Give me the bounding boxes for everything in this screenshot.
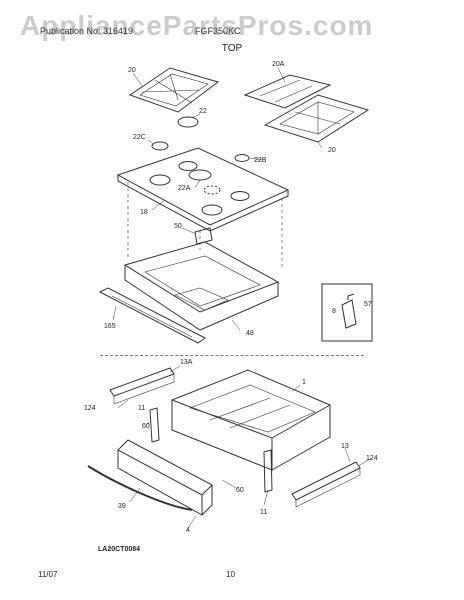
drawer-rail-13A[interactable] (109, 367, 175, 405)
burner-box-48[interactable] (123, 241, 280, 331)
drawer-support-11-left[interactable] (149, 407, 160, 443)
callout-13A: 13A (180, 359, 193, 366)
callout-50: 50 (174, 223, 182, 230)
grate-20-right[interactable] (263, 94, 370, 143)
callout-124-right: 124 (366, 455, 378, 462)
callout-13: 13 (341, 443, 349, 450)
diagram-reference: LA20CT0084 (98, 546, 141, 553)
drawer-handle-39[interactable] (87, 465, 193, 511)
footer-date: 11/07 (38, 570, 58, 579)
callout-60-left: 60 (142, 423, 150, 430)
section-divider (100, 355, 364, 356)
callout-11-right: 11 (260, 509, 267, 516)
callout-22B: 22B (254, 157, 267, 164)
callout-8: 8 (332, 308, 336, 315)
watermark: AppliancePartsPros.com (20, 10, 374, 41)
callout-20-left: 20 (128, 67, 136, 74)
bracket-50[interactable] (194, 227, 213, 245)
valve-8-57[interactable] (341, 293, 357, 329)
callout-165: 165 (104, 323, 116, 330)
drawer-support-11-right[interactable] (263, 449, 273, 493)
callout-1: 1 (302, 379, 306, 386)
callout-60-right: 60 (236, 487, 244, 494)
front-rail-165[interactable] (98, 287, 206, 344)
callout-48: 48 (246, 330, 254, 337)
drawer-body-1[interactable] (170, 369, 332, 471)
section-title: TOP (221, 43, 243, 54)
callout-20A: 20A (272, 61, 285, 68)
callout-39: 39 (118, 503, 126, 510)
callout-4: 4 (186, 527, 190, 534)
callout-124-left: 124 (84, 405, 96, 412)
grate-20A[interactable] (243, 74, 332, 109)
callout-57: 57 (364, 301, 372, 308)
page-number: 10 (226, 570, 235, 579)
callout-22A: 22A (178, 185, 191, 192)
model-number: FGF350KC (195, 26, 241, 36)
callout-20-right: 20 (328, 147, 336, 154)
burner-cap-22[interactable] (177, 116, 199, 128)
drawer-front-4[interactable] (117, 439, 213, 516)
burner-cap-22C[interactable] (151, 141, 169, 151)
callout-18: 18 (140, 209, 148, 216)
callout-11-left: 11 (138, 405, 145, 412)
grate-20-left[interactable] (128, 67, 220, 113)
drawer-rail-13[interactable] (291, 461, 361, 508)
burner-cap-22B[interactable] (234, 154, 250, 162)
callout-22: 22 (199, 108, 207, 115)
publication-number: Publication No: 316419 (40, 26, 134, 36)
callout-22C: 22C (133, 134, 146, 141)
inset-detail-box (321, 283, 373, 342)
burner-cap-22A[interactable] (188, 169, 212, 181)
